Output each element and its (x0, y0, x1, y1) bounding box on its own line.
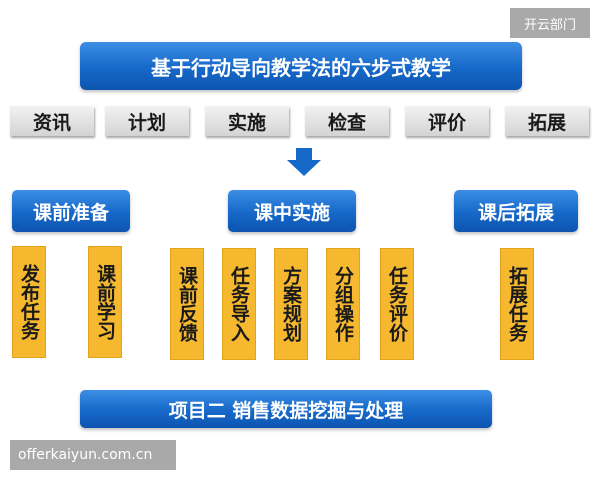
task-task-evaluate: 任务评价 (380, 248, 414, 360)
watermark-top-right: 开云部门 (510, 8, 590, 38)
task-group-operate: 分组操作 (326, 248, 360, 360)
task-task-intro: 任务导入 (222, 248, 256, 360)
task-publish-task: 发布任务 (12, 246, 46, 358)
task-plan: 方案规划 (274, 248, 308, 360)
task-pre-study: 课前学习 (88, 246, 122, 358)
task-extend-task: 拓展任务 (500, 248, 534, 360)
arrow-down-icon (287, 148, 321, 176)
step-zixun: 资讯 (10, 106, 94, 136)
phase-before-class: 课前准备 (12, 190, 130, 232)
step-shishi: 实施 (205, 106, 289, 136)
step-jiancha: 检查 (305, 106, 389, 136)
watermark-bottom-left: offerkaiyun.com.cn (10, 440, 176, 470)
project-title: 项目二 销售数据挖掘与处理 (80, 390, 492, 428)
step-jihua: 计划 (105, 106, 189, 136)
step-tuozhan: 拓展 (505, 106, 589, 136)
phase-after-class: 课后拓展 (454, 190, 578, 232)
task-pre-feedback: 课前反馈 (170, 248, 204, 360)
step-pingjia: 评价 (405, 106, 489, 136)
phase-in-class: 课中实施 (228, 190, 356, 232)
diagram-title: 基于行动导向教学法的六步式教学 (80, 42, 522, 90)
